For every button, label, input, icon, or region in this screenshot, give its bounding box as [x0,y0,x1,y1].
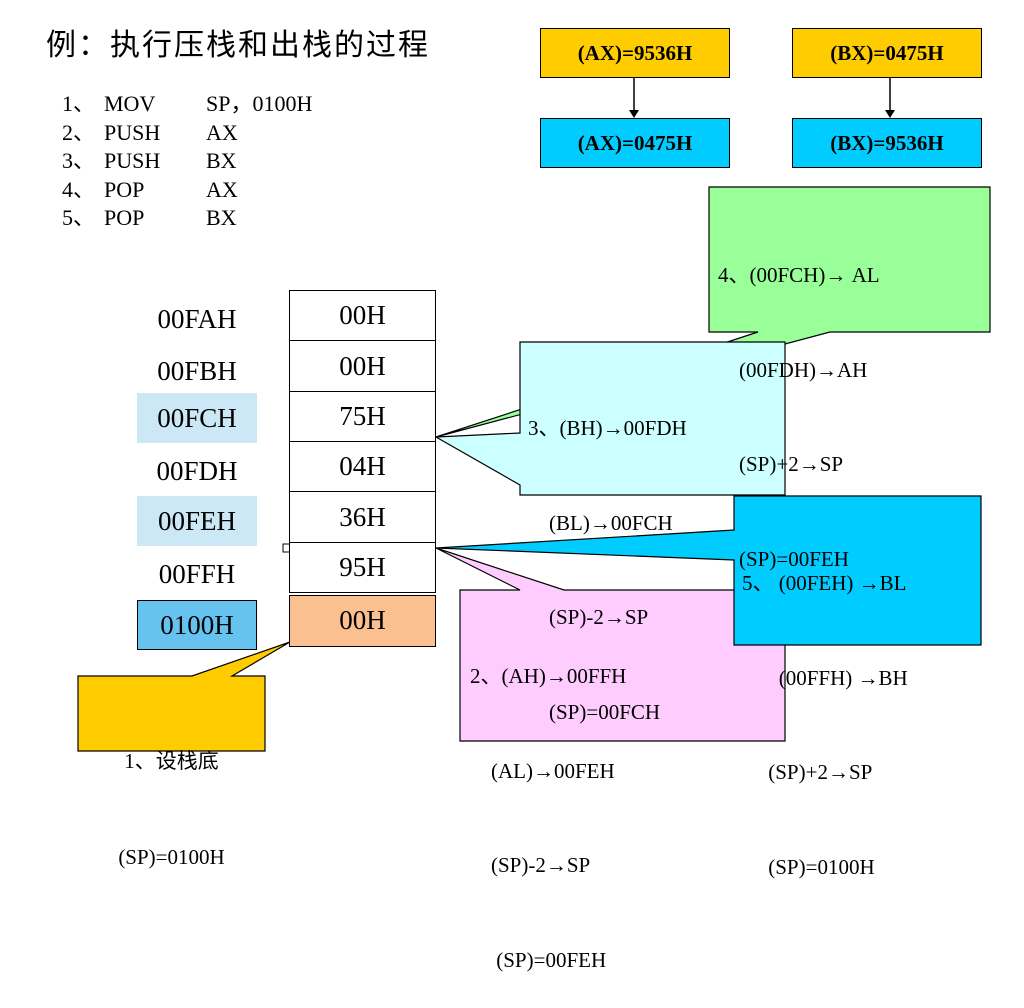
bx-before-label: (BX)=0475H [830,40,944,65]
instruction-2: 2、 PUSH AX [62,119,312,148]
callout-line: (SP)=00FCH [528,699,661,724]
memory-address: 00FCH [137,393,257,443]
instruction-operand: BX [206,205,237,230]
memory-address: 00FDH [156,455,238,486]
callout-step5-shape [435,495,982,646]
callout-line: (00FFH) →BH [742,665,908,690]
callout-step2-shape [435,547,786,742]
callout-step4-text: 4、(00FCH)→ AL (00FDH)→AH (SP)+2→SP (SP)=… [718,197,880,607]
instruction-opcode: PUSH [104,119,161,145]
callout-line: (SP)-2→SP [528,605,649,629]
callout-line: (SP)=00FEH [718,546,849,571]
memory-cell: 75H [289,390,436,443]
instruction-number: 4、 [62,176,96,202]
callout-step3-shape [433,341,786,496]
memory-cell: 00H [289,290,436,342]
callout-line: 5、 (00FEH) →BL [742,571,907,595]
diagram-overlay [77,78,991,752]
memory-cell: 04H [289,440,436,493]
instruction-number: 2、 [62,119,96,145]
memory-cell: 95H [289,541,436,594]
instruction-opcode: POP [104,176,145,202]
instruction-1: 1、 MOV SP，0100H [62,90,312,119]
instruction-opcode: POP [104,205,145,230]
instruction-number: 1、 [62,91,96,116]
callout-line: (SP)+2→SP [742,760,873,784]
callout-line: 3、(BH)→00FDH [528,416,687,440]
callout-line: (BL)→00FCH [528,510,673,535]
bx-after-box: (BX)=9536H [792,118,982,168]
instruction-operand: SP，0100H [206,91,313,116]
ax-after-box: (AX)=0475H [540,118,730,168]
callout-line: (00FDH)→AH [718,357,868,382]
ax-after-label: (AX)=0475H [577,130,693,155]
slide-title: 例：执行压栈和出栈的过程 [46,29,430,62]
callout-step5-text: 5、 (00FEH) →BL (00FFH) →BH (SP)+2→SP (SP… [742,505,908,915]
ax-before-box: (AX)=9536H [540,28,730,78]
callout-step3-text: 3、(BH)→00FDH (BL)→00FCH (SP)-2→SP (SP)=0… [528,350,687,760]
ax-before-label: (AX)=9536H [577,40,693,65]
bx-before-box: (BX)=0475H [792,28,982,78]
memory-address: 00FBH [157,355,237,386]
register-arrows [629,78,895,118]
memory-address: 00FFH [158,558,236,589]
instruction-number: 5、 [62,205,96,230]
instruction-5: 5、 POP BX [62,204,312,233]
instruction-4: 4、 POP AX [62,176,312,205]
callout-line: 1、设栈底 [124,749,219,773]
callout-line: (SP)=00FEH [470,947,607,972]
memory-address: 00FEH [137,496,257,546]
instruction-operand: BX [206,148,237,173]
callout-line: 4、(00FCH)→ AL [718,263,880,287]
callout-line: (SP)=0100H [118,845,225,869]
instruction-opcode: PUSH [104,148,161,173]
callout-line: (SP)=0100H [742,854,875,879]
instruction-opcode: MOV [104,91,156,116]
memory-cell: 36H [289,491,436,543]
bx-after-label: (BX)=9536H [830,130,944,155]
instruction-operand: AX [206,119,238,145]
instruction-number: 3、 [62,148,96,173]
callout-step2-text: 2、(AH)→00FFH (AL)→00FEH (SP)-2→SP (SP)=0… [470,598,626,1008]
instruction-3: 3、 PUSH BX [62,147,312,176]
callout-line: 2、(AH)→00FFH [470,664,627,688]
instruction-operand: AX [206,176,238,202]
callout-line: (SP)-2→SP [470,853,591,877]
memory-address: 0100H [137,600,257,650]
callout-step1-text: 1、设栈底 (SP)=0100H [78,681,265,905]
memory-cell: 00H [289,340,436,392]
callout-step1-shape [77,641,291,752]
callout-line: (AL)→00FEH [470,758,615,783]
callout-line: (SP)+2→SP [718,452,844,476]
memory-address: 00FAH [157,303,237,334]
memory-cell-stack-base: 00H [289,595,436,647]
